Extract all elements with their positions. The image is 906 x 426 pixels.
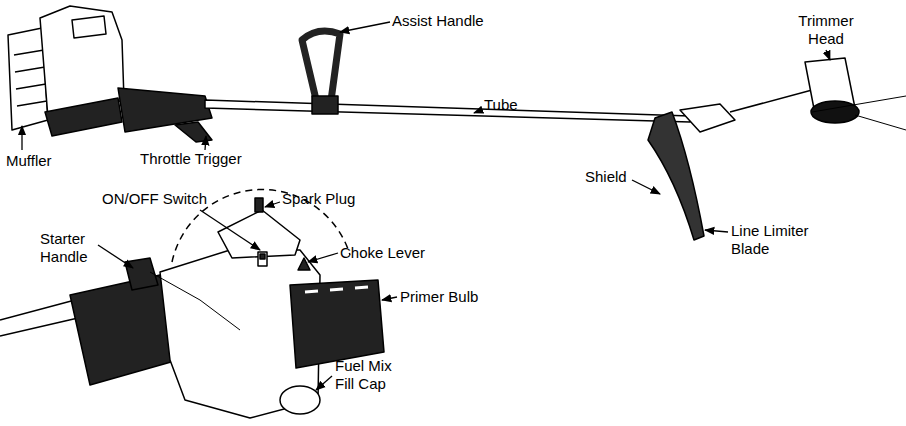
part-label: Throttle Trigger [140,150,242,168]
leader-line [205,136,206,150]
primer-cover-ribs [305,287,368,292]
leader-line [705,230,728,232]
leader-line [265,202,280,207]
engine-plate [72,16,106,38]
part-label: Choke Lever [340,244,425,262]
leader-line [308,253,338,262]
trimmer-line [812,96,906,130]
part-label: Spark Plug [282,190,355,208]
leader-line [826,50,830,60]
shield-shape [648,112,704,240]
part-label: Assist Handle [392,12,484,30]
spark-plug-shape [255,198,263,212]
gear-head [680,104,735,132]
switch-toggle [260,254,265,259]
leader-line [340,22,390,32]
throttle-trigger-shape [175,122,212,142]
leader-lines [22,22,830,390]
leader-line [98,245,133,268]
tube-shape [205,100,690,122]
muffler-fins [14,50,47,106]
part-label: ON/OFF Switch [102,190,207,208]
starter-rope [150,272,240,330]
engine-inset [0,190,384,418]
part-label: Shield [585,168,627,186]
inset-cylinder-shroud [218,210,300,258]
on-off-switch-shape [258,252,267,266]
trimmer-spool [811,101,859,123]
leader-line [21,126,22,150]
leader-line [200,210,260,250]
part-label: Trimmer Head [790,12,862,48]
part-label: Fuel Mix Fill Cap [335,357,403,393]
part-label: Tube [484,96,518,114]
choke-lever-shape [298,258,310,270]
trimmer-illustration [8,6,906,240]
fuel-tank [45,98,122,136]
head-shaft [730,90,812,112]
part-label: Muffler [6,152,52,170]
part-label: Starter Handle [40,230,100,266]
handle-clamp [312,96,338,114]
leader-line [382,297,397,300]
leader-line [632,180,660,194]
part-label: Line Limiter Blade [731,222,827,258]
part-label: Primer Bulb [400,288,478,306]
fuel-cap-shape [280,386,320,414]
inset-tube [0,300,78,336]
leader-line [316,376,332,390]
primer-cover [290,280,384,368]
leader-line [474,110,482,113]
